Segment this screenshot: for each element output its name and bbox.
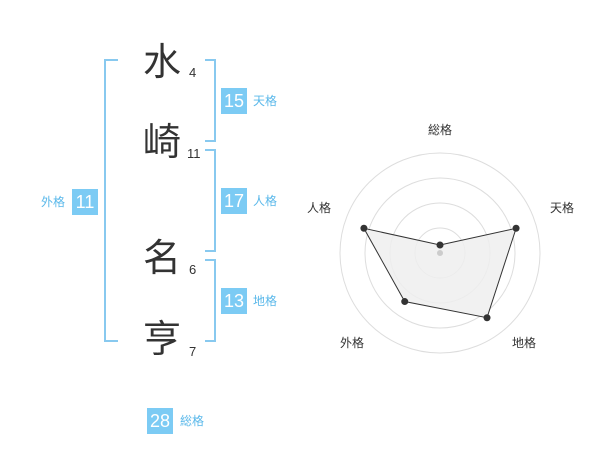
tenkaku-bracket [205,59,216,142]
gaikaku-bracket [104,59,118,342]
radar-point-4 [401,298,409,306]
jinkaku-label: 人格 [253,194,278,208]
radar-area [362,227,517,319]
axis-label-jinkaku: 人格 [307,200,331,215]
stroke-count-2: 11 [187,146,201,161]
name-char-2: 崎 [143,120,182,164]
axis-label-tenkaku: 天格 [550,200,574,215]
gaikaku-label: 外格 [41,195,66,209]
chikaku-bracket [205,259,216,342]
stroke-count-3: 6 [189,262,197,277]
soukaku-value: 28 [147,408,173,434]
axis-label-soukaku: 総格 [428,122,452,137]
radar-ring-3 [364,177,516,329]
soukaku-label: 総格 [180,414,205,428]
radar-ring-4 [339,152,541,354]
gaikaku-value: 11 [72,189,98,215]
stroke-count-1: 4 [189,65,197,80]
stroke-count-4: 7 [189,344,197,359]
chikaku-value: 13 [221,288,247,314]
jinkaku-bracket [205,149,216,252]
name-char-3: 名 [143,236,182,280]
axis-label-gaikaku: 外格 [340,335,364,350]
tenkaku-value: 15 [221,88,247,114]
name-char-4: 亨 [143,317,182,361]
radar-point-5 [360,224,368,232]
tenkaku-label: 天格 [253,94,278,108]
jinkaku-value: 17 [221,188,247,214]
chikaku-label: 地格 [253,294,278,308]
radar-center-dot [437,250,443,256]
name-char-1: 水 [143,40,182,84]
axis-label-chikaku: 地格 [512,335,536,350]
radar-point-1 [436,241,444,249]
radar-point-3 [483,314,491,322]
radar-point-2 [512,224,520,232]
